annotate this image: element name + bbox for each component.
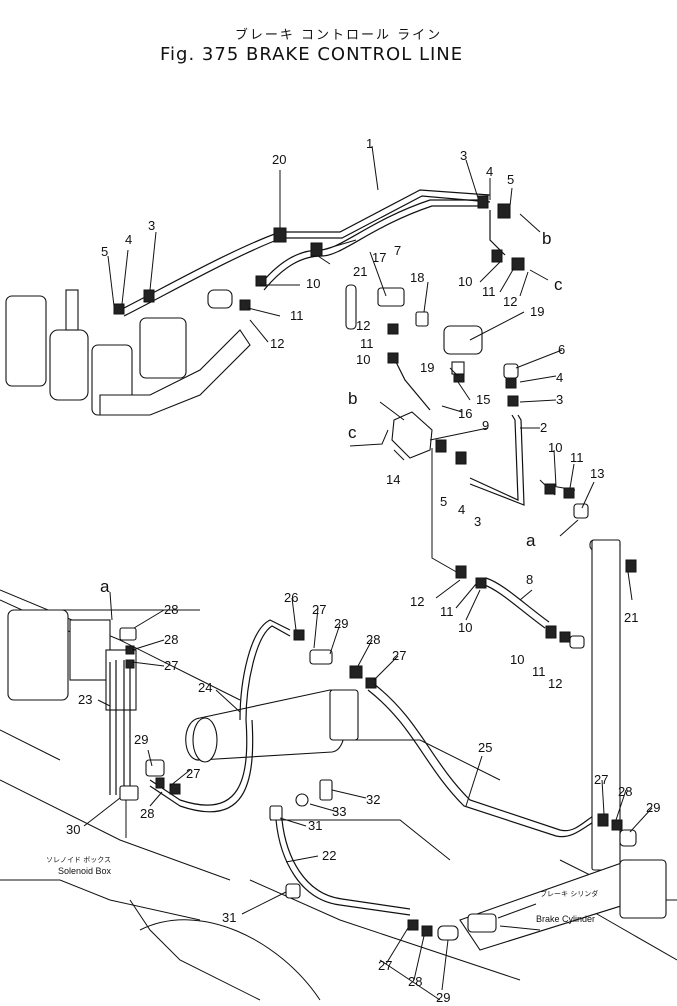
callout-10: 10 <box>510 652 524 667</box>
hose-and-bolt <box>145 759 459 941</box>
callout-18: 17 <box>372 250 386 265</box>
callout-22: 21 <box>624 610 638 625</box>
callout-19: 19 <box>420 360 434 375</box>
component-notes: ソレノイド ボックス Solenoid Box ブレーキ シリンダ Brake … <box>46 856 598 924</box>
callout-5: 5 <box>101 244 108 259</box>
solenoid-box-label: Solenoid Box <box>58 866 112 876</box>
callout-2: 2 <box>540 420 547 435</box>
brake-cylinder <box>459 539 667 951</box>
letter-b-top: b <box>542 229 551 248</box>
callout-24: 23 <box>78 692 92 707</box>
callout-25: 24 <box>198 680 212 695</box>
valve-assembly <box>5 289 251 416</box>
letter-c-mid: c <box>348 423 357 442</box>
callout-6: 6 <box>558 342 565 357</box>
callout-12: 12 <box>548 676 562 691</box>
title-japanese: ブレーキ コントロール ライン <box>234 28 443 43</box>
callout-12: 12 <box>410 594 424 609</box>
callout-31: 31 <box>222 910 236 925</box>
callout-3: 3 <box>148 218 155 233</box>
solenoid-box-label-jp: ソレノイド ボックス <box>46 856 111 864</box>
callout-5: 5 <box>507 172 514 187</box>
callout-29: 29 <box>646 800 660 815</box>
callout-10: 10 <box>458 274 472 289</box>
callout-32: 31 <box>308 818 322 833</box>
letter-a-right: a <box>526 531 536 550</box>
callout-11: 11 <box>482 284 496 299</box>
callout-19: 18 <box>410 270 424 285</box>
callout-33: 32 <box>366 792 380 807</box>
callout-7: 7 <box>394 243 401 258</box>
callout-28: 27 <box>312 602 326 617</box>
callout-30: 29 <box>334 616 348 631</box>
callout-3: 3 <box>460 148 467 163</box>
connection-letters: b c b c a a <box>100 229 563 596</box>
callout-4: 4 <box>486 164 493 179</box>
letter-a-left: a <box>100 577 110 596</box>
brake-cylinder-label-jp: ブレーキ シリンダ <box>540 889 598 898</box>
callout-numbers: 1 2 3 3 3 3 4 4 4 4 5 5 5 6 7 8 9 10 10 … <box>66 136 660 1005</box>
callout-1: 1 <box>366 136 373 151</box>
callout-28: 28 <box>618 784 632 799</box>
callout-10: 10 <box>306 276 320 291</box>
upper-fittings <box>113 195 637 649</box>
callout-26: 25 <box>478 740 492 755</box>
callout-11: 11 <box>570 450 584 465</box>
letter-b-mid: b <box>348 389 357 408</box>
callout-17: 16 <box>458 406 472 421</box>
callout-5: 5 <box>440 494 447 509</box>
callout-4: 4 <box>458 502 465 517</box>
callout-20: 19 <box>530 304 544 319</box>
callout-12: 12 <box>270 336 284 351</box>
callout-27: 27 <box>594 772 608 787</box>
letter-c-top: c <box>554 275 563 294</box>
callout-10: 10 <box>458 620 472 635</box>
callout-4: 4 <box>556 370 563 385</box>
callout-11: 11 <box>360 336 374 351</box>
callout-9: 9 <box>482 418 489 433</box>
callout-34: 33 <box>332 804 346 819</box>
callout-16: 15 <box>476 392 490 407</box>
callout-27: 26 <box>284 590 298 605</box>
callout-27: 27 <box>392 648 406 663</box>
callout-14: 13 <box>590 466 604 481</box>
callout-11: 11 <box>440 604 454 619</box>
callout-29: 29 <box>134 732 148 747</box>
callout-15: 14 <box>386 472 400 487</box>
callout-28: 28 <box>140 806 154 821</box>
callout-12: 12 <box>503 294 517 309</box>
callout-11: 11 <box>532 664 546 679</box>
air-tank <box>149 619 611 838</box>
callout-23: 22 <box>322 848 336 863</box>
callout-28: 28 <box>408 974 422 989</box>
callout-21: 21 <box>353 264 367 279</box>
callout-28: 28 <box>164 632 178 647</box>
callout-31: 30 <box>66 822 80 837</box>
callout-27: 27 <box>164 658 178 673</box>
callout-11: 11 <box>290 308 304 323</box>
callout-4: 4 <box>125 232 132 247</box>
callout-28: 28 <box>366 632 380 647</box>
leader-lines <box>83 145 653 991</box>
callout-3: 3 <box>556 392 563 407</box>
callout-21: 20 <box>272 152 286 167</box>
callout-3: 3 <box>474 514 481 529</box>
callout-10: 10 <box>548 440 562 455</box>
callout-8: 8 <box>526 572 533 587</box>
callout-10: 10 <box>356 352 370 367</box>
figure-title: Fig. 375 BRAKE CONTROL LINE <box>160 44 464 65</box>
callout-29: 29 <box>436 990 450 1005</box>
callout-29: 28 <box>164 602 178 617</box>
callout-13: 12 <box>356 318 370 333</box>
solenoid-box <box>7 609 139 801</box>
callout-27: 27 <box>186 766 200 781</box>
callout-27: 27 <box>378 958 392 973</box>
brake-cylinder-label: Brake Cylinder <box>536 914 595 924</box>
upper-pipes <box>119 189 576 629</box>
